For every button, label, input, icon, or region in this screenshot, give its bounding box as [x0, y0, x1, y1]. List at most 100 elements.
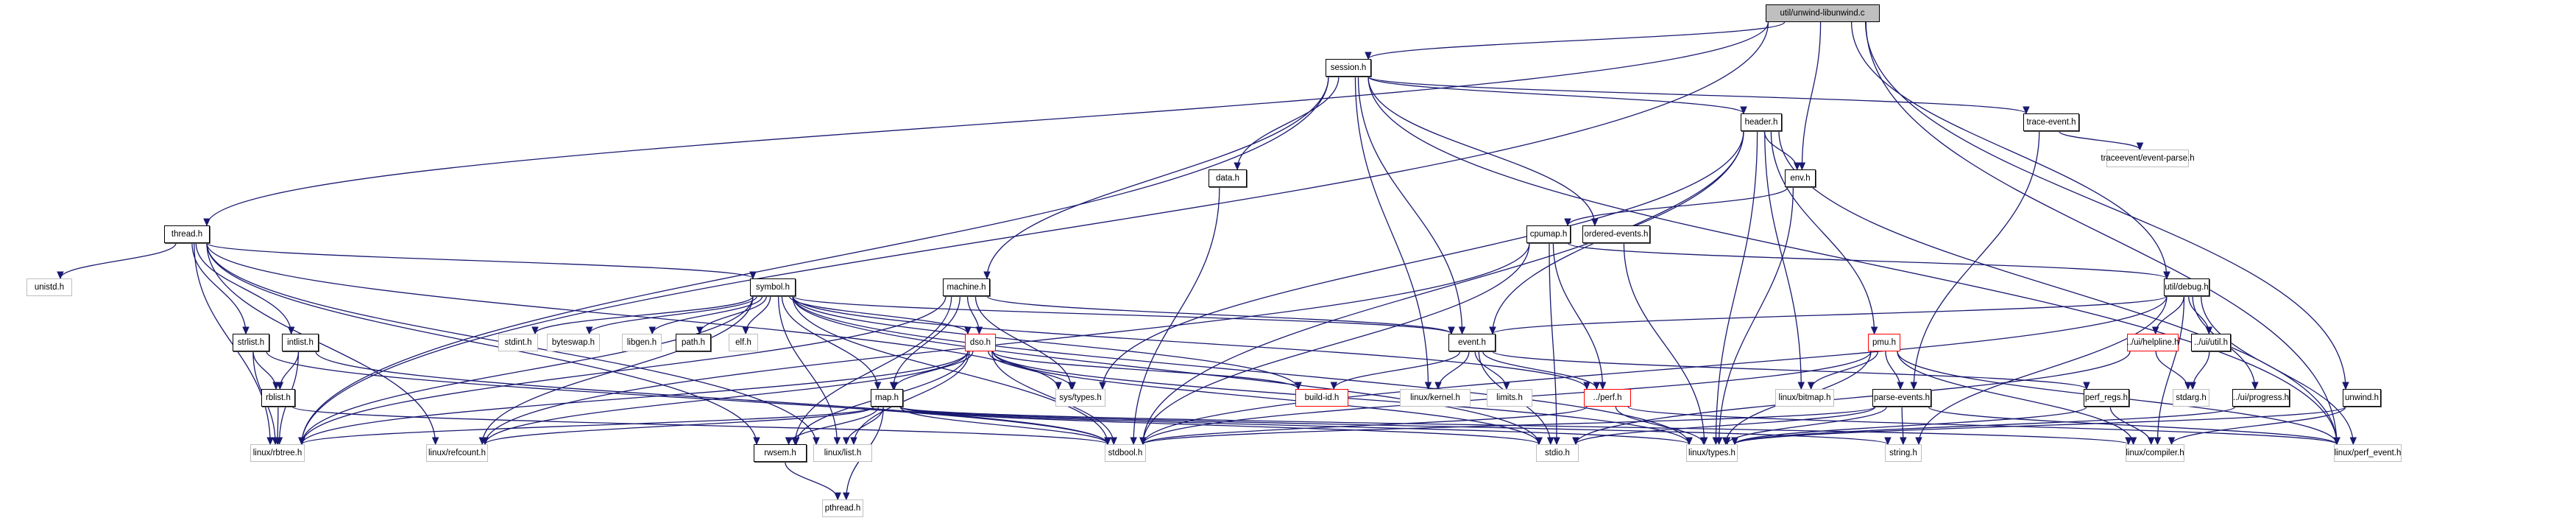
node-uiutil[interactable]: ../ui/util.h	[2191, 334, 2231, 351]
node-helpline[interactable]: ../ui/helpline.h	[2127, 334, 2179, 351]
edge-intlist-to-stdbool	[315, 351, 1108, 445]
arrowhead-icon	[1069, 382, 1076, 390]
edge-machine-to-systypes	[974, 295, 1072, 390]
edge-thread-to-symbol	[206, 242, 754, 279]
arrowhead-icon	[1234, 162, 1241, 171]
node-label: data.h	[1216, 174, 1239, 183]
node-label: ../ui/progress.h	[2232, 393, 2290, 402]
node-label: linux/refcount.h	[428, 449, 486, 457]
node-machine[interactable]: machine.h	[943, 278, 990, 296]
node-symbol[interactable]: symbol.h	[750, 278, 796, 296]
node-path[interactable]: path.h	[676, 334, 711, 351]
node-strlist[interactable]: strlist.h	[233, 334, 269, 351]
edge-root-to-perfevent	[1865, 21, 2338, 445]
arrowhead-icon	[57, 271, 64, 280]
arrowhead-icon	[2342, 382, 2349, 390]
arrowhead-icon	[1897, 382, 1904, 390]
node-session[interactable]: session.h	[1326, 59, 1371, 77]
node-data[interactable]: data.h	[1209, 169, 1247, 187]
arrowhead-icon	[276, 382, 284, 390]
node-string: string.h	[1885, 444, 1922, 462]
edge-symbol-to-event	[792, 295, 1452, 334]
edge-debug-to-event	[1492, 295, 2168, 334]
node-label: linux/bitmap.h	[1778, 393, 1831, 402]
edge-map-to-stdio	[899, 406, 1540, 445]
arrowhead-icon	[1793, 162, 1801, 171]
arrowhead-icon	[1572, 437, 1579, 446]
arrowhead-icon	[891, 382, 898, 390]
edge-session-to-header	[1367, 76, 1744, 114]
edge-symbol-to-stdbool	[792, 295, 1108, 445]
edge-helpline-to-stdio	[1575, 351, 2131, 445]
arrowhead-icon	[2023, 106, 2030, 115]
arrowhead-icon	[834, 492, 841, 501]
arrowhead-icon	[1055, 382, 1062, 390]
node-parseevents[interactable]: parse-events.h	[1872, 389, 1931, 407]
node-perfregs[interactable]: perf_regs.h	[2084, 389, 2129, 407]
node-traceevent[interactable]: trace-event.h	[2023, 113, 2079, 131]
arrowhead-icon	[585, 326, 593, 335]
edge-dso-to-map	[894, 351, 974, 390]
node-header[interactable]: header.h	[1741, 113, 1782, 131]
edge-data-to-stdbool	[1133, 186, 1220, 445]
edge-root-to-thread	[206, 21, 1769, 226]
node-debug[interactable]: util/debug.h	[2164, 278, 2209, 296]
node-intlist[interactable]: intlist.h	[282, 334, 319, 351]
node-pmu[interactable]: pmu.h	[1868, 334, 1900, 351]
node-stdint: stdint.h	[498, 334, 538, 351]
node-stdio: stdio.h	[1536, 444, 1579, 462]
node-env[interactable]: env.h	[1785, 169, 1816, 187]
node-map[interactable]: map.h	[871, 389, 903, 407]
arrowhead-icon	[2125, 437, 2132, 446]
node-stdbool: stdbool.h	[1105, 444, 1146, 462]
edge-header-to-systypes	[1102, 130, 1744, 390]
edge-helpline-to-stdarg	[2155, 351, 2189, 390]
node-label: ../perf.h	[1593, 393, 1622, 402]
node-limits: limits.h	[1487, 389, 1532, 407]
node-unwind[interactable]: unwind.h	[2343, 389, 2381, 407]
node-dso[interactable]: dso.h	[965, 334, 996, 351]
node-progress[interactable]: ../ui/progress.h	[2232, 389, 2290, 407]
edge-header-to-stdbool	[1142, 130, 1744, 445]
arrowhead-icon	[813, 437, 820, 446]
node-label: trace-event.h	[2026, 118, 2076, 127]
node-cpumap[interactable]: cpumap.h	[1526, 225, 1571, 243]
node-label: stdarg.h	[2176, 393, 2207, 402]
node-perf[interactable]: ../perf.h	[1584, 389, 1631, 407]
arrowhead-icon	[1434, 382, 1442, 390]
node-rblist[interactable]: rblist.h	[261, 389, 295, 407]
arrowhead-icon	[2163, 271, 2170, 280]
edge-symbol-to-list	[777, 295, 838, 445]
arrowhead-icon	[1546, 437, 1554, 446]
arrowhead-icon	[2184, 382, 2192, 390]
arrowhead-icon	[2129, 437, 2137, 446]
edge-dso-to-stdbool	[991, 351, 1114, 445]
node-root[interactable]: util/unwind-libunwind.c	[1765, 4, 1880, 22]
arrowhead-icon	[983, 271, 991, 280]
node-perfevent: linux/perf_event.h	[2334, 444, 2402, 462]
node-ordered[interactable]: ordered-events.h	[1582, 225, 1650, 243]
arrowhead-icon	[2147, 437, 2155, 446]
edge-header-to-env	[1763, 130, 1798, 170]
edge-symbol-to-rbtree	[301, 295, 754, 445]
node-label: env.h	[1790, 174, 1811, 183]
node-label: map.h	[875, 393, 899, 402]
edge-machine-to-rbtree	[301, 295, 946, 445]
arrowhead-icon	[1295, 382, 1302, 390]
arrowhead-icon	[2189, 382, 2196, 390]
node-label: machine.h	[946, 283, 986, 292]
edge-unwind-to-types	[1734, 406, 2346, 445]
node-label: strlist.h	[237, 338, 265, 347]
edge-perf-to-types	[1615, 406, 1705, 445]
arrowhead-icon	[431, 437, 439, 446]
arrowhead-icon	[1599, 382, 1607, 390]
node-eventparse: traceevent/event-parse.h	[2101, 150, 2195, 167]
node-event[interactable]: event.h	[1448, 334, 1496, 351]
node-thread[interactable]: thread.h	[164, 225, 210, 243]
node-rwsem[interactable]: rwsem.h	[754, 444, 807, 462]
edge-parseevents-to-stdio	[1575, 406, 1876, 445]
node-buildid[interactable]: build-id.h	[1295, 389, 1348, 407]
edge-event-to-perf	[1482, 351, 1597, 390]
edge-machine-to-event	[986, 295, 1452, 334]
